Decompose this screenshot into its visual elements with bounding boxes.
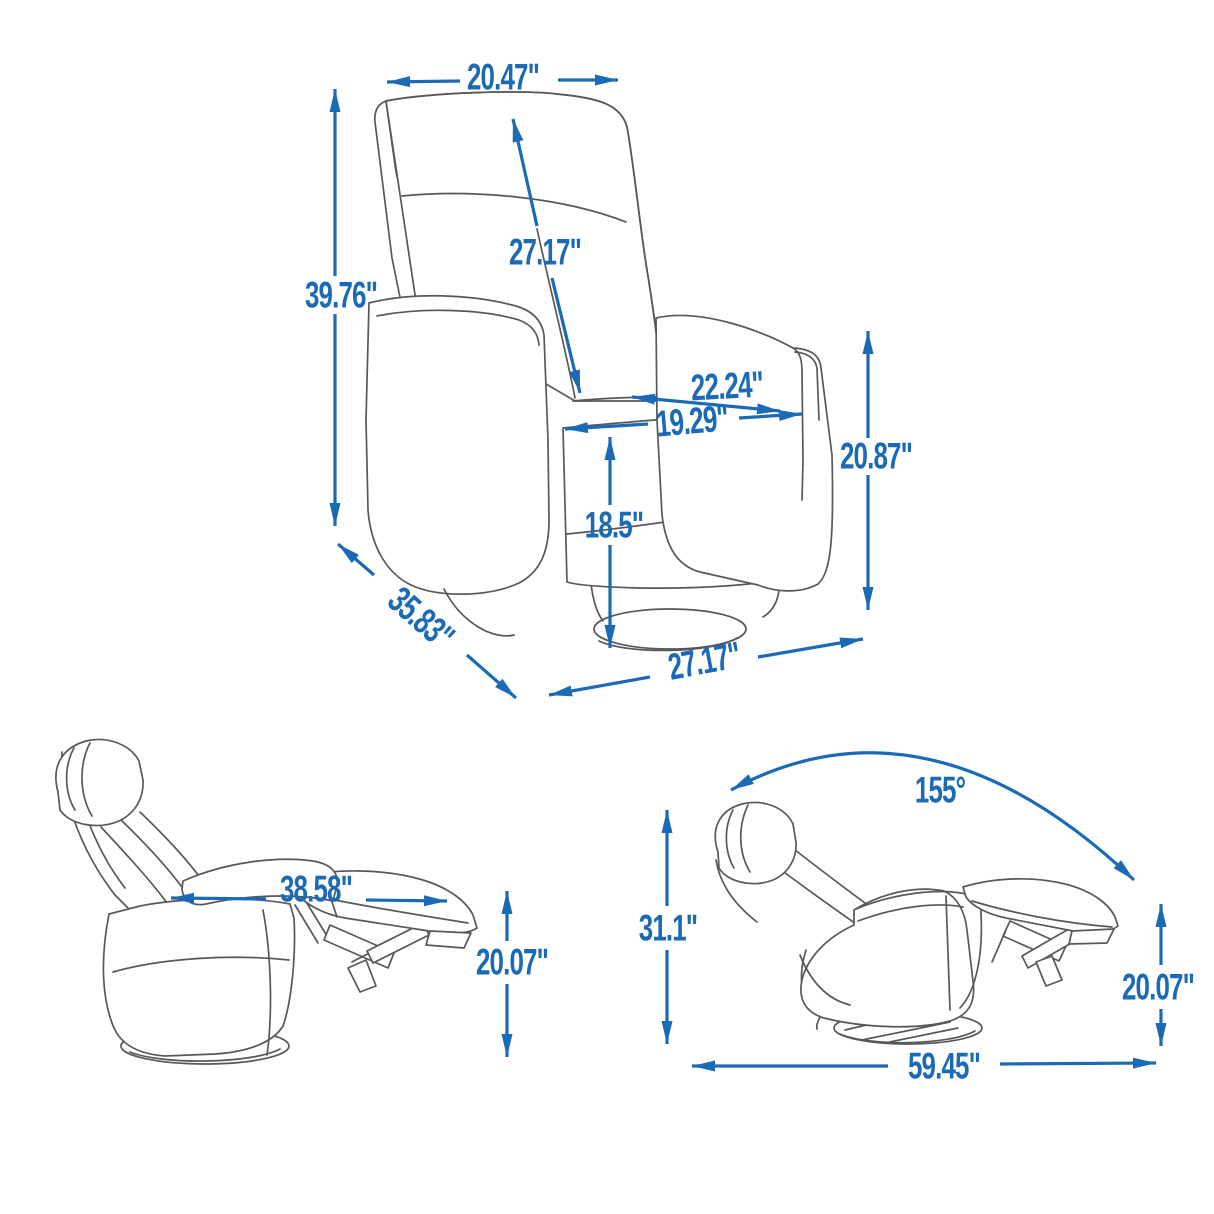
dim-label-footrest-height-right: 20.07" [1121, 966, 1195, 1008]
dim-label-overall-height: 39.76" [304, 274, 378, 316]
dim-label-recline-length: 38.58" [279, 868, 353, 910]
dim-label-back-length: 27.17" [508, 231, 582, 273]
dim-label-total-length: 59.45" [907, 1045, 981, 1087]
dim-label-seat-width-front: 19.29" [654, 397, 730, 445]
dimension-arrows [170, 74, 1167, 1072]
upright-chair-drawing [365, 91, 834, 652]
dim-arrow-base-width [548, 637, 864, 697]
fully-reclined-chair-drawing [714, 801, 1119, 1045]
dim-label-back-width: 20.47" [466, 56, 540, 98]
dim-arrow-back-width [386, 74, 618, 88]
dim-label-total-height: 31.1" [638, 907, 698, 949]
dim-arrow-recline-angle [730, 751, 1136, 882]
dim-arrow-back-length [511, 118, 582, 394]
dim-arrow-recline-length [170, 892, 448, 907]
dim-label-arm-height: 20.87" [839, 435, 913, 477]
dim-label-recline-angle: 155° [914, 769, 966, 811]
dim-arrow-seat-width-front [564, 409, 803, 434]
dim-arrow-total-length [692, 1057, 1157, 1072]
dim-label-footrest-height-left: 20.07" [475, 941, 549, 983]
dim-arrow-seat-width-back [631, 393, 781, 415]
reclined-chair-drawing [55, 738, 478, 1065]
dim-label-seat-height: 18.5" [584, 504, 644, 546]
dim-arrow-overall-depth [336, 542, 518, 700]
